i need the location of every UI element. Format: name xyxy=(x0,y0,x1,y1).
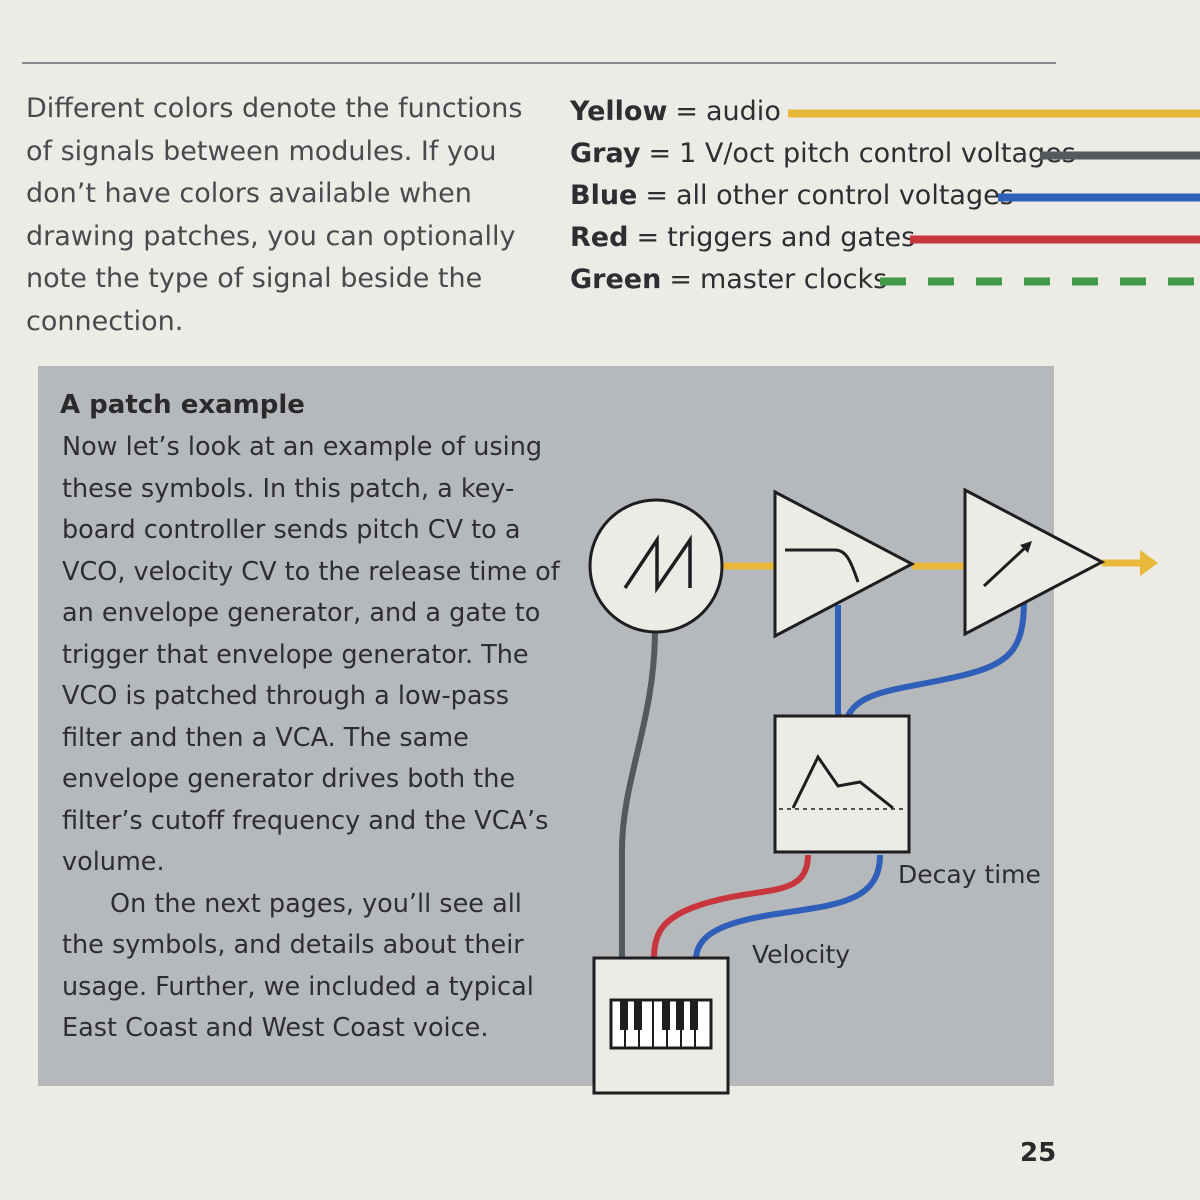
legend-line-blue xyxy=(998,193,1200,202)
legend-line-green xyxy=(880,277,1200,286)
legend-equals: = xyxy=(669,263,692,295)
legend-color-name: Gray xyxy=(570,137,641,169)
oscillator-icon xyxy=(588,498,724,634)
top-rule xyxy=(22,62,1056,64)
decay-time-label: Decay time xyxy=(898,860,1041,889)
legend-color-name: Green xyxy=(570,263,662,295)
color-legend: Yellow = audio Gray = 1 V/oct pitch cont… xyxy=(570,90,1200,300)
envelope-generator-icon xyxy=(773,714,911,854)
legend-row-gray: Gray = 1 V/oct pitch control voltages xyxy=(570,132,1200,174)
envelope-to-vca-cable xyxy=(845,599,1027,718)
velocity-cable xyxy=(693,854,883,961)
page-number: 25 xyxy=(1020,1138,1057,1168)
legend-description: 1 V/oct pitch control voltages xyxy=(679,137,1076,169)
panel-title: A patch example xyxy=(60,390,305,420)
legend-equals: = xyxy=(648,137,672,169)
legend-color-name: Red xyxy=(570,221,629,253)
legend-equals: = xyxy=(645,179,668,211)
legend-color-name: Blue xyxy=(570,179,638,211)
legend-color-name: Yellow xyxy=(570,95,668,127)
legend-description: audio xyxy=(706,95,781,127)
legend-line-red xyxy=(910,235,1200,244)
velocity-label: Velocity xyxy=(752,940,851,969)
legend-line-yellow xyxy=(788,109,1200,118)
legend-row-blue: Blue = all other control voltages xyxy=(570,174,1200,216)
panel-paragraph-1: Now let’s look at an example of using th… xyxy=(62,432,560,877)
legend-description: all other control voltages xyxy=(676,179,1014,211)
legend-row-yellow: Yellow = audio xyxy=(570,90,1200,132)
vca-icon xyxy=(963,487,1106,637)
legend-description: master clocks xyxy=(699,263,888,295)
pitch-cv-cable xyxy=(619,629,658,960)
lowpass-filter-icon xyxy=(773,489,916,639)
legend-description: triggers and gates xyxy=(667,221,916,253)
legend-row-green: Green = master clocks xyxy=(570,258,1200,300)
legend-equals: = xyxy=(675,95,699,127)
keyboard-icon xyxy=(592,956,730,1095)
panel-paragraph-2: On the next pages, you’ll see all the sy… xyxy=(62,888,534,1044)
legend-row-red: Red = triggers and gates xyxy=(570,216,1200,258)
envelope-to-filter-cable xyxy=(835,605,853,724)
gate-cable xyxy=(651,854,811,961)
output-arrow-icon xyxy=(1140,550,1158,576)
intro-paragraph: Different colors denote the functions of… xyxy=(26,93,523,337)
legend-equals: = xyxy=(636,221,660,253)
panel-body: Now let’s look at an example of using th… xyxy=(62,427,562,1050)
legend-line-gray xyxy=(1040,151,1200,160)
